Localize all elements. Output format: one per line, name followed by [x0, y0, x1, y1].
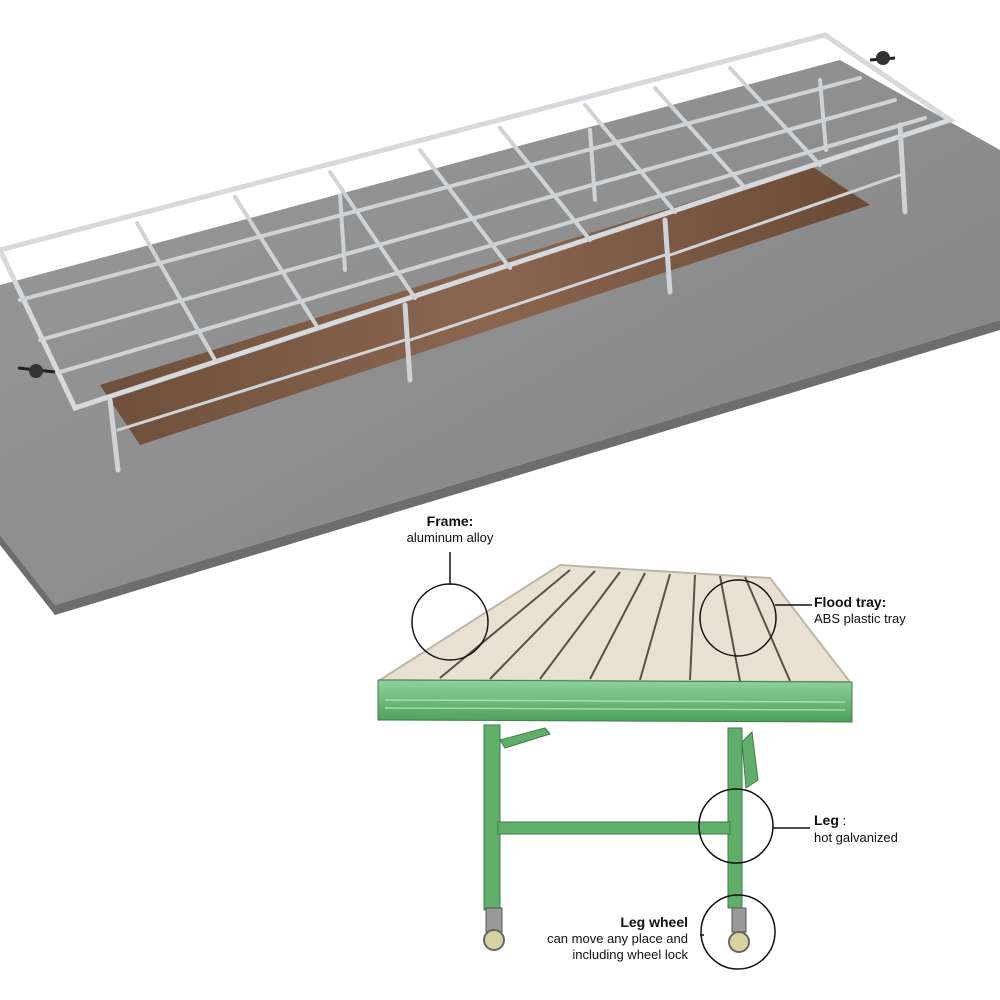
galvanized-legs: [483, 724, 759, 911]
frame-callout-circle: [411, 583, 489, 661]
tray-channels: [439, 569, 791, 682]
flood-tray-callout: Flood tray: ABS plastic tray: [814, 594, 994, 627]
crank-handle-left: [17, 364, 56, 378]
frame-structure: [0, 32, 956, 473]
leg-wheel-callout-circle: [700, 894, 776, 970]
leg-wheel-callout-title: Leg wheel: [620, 914, 688, 930]
frame-callout: Frame: aluminum alloy: [380, 513, 520, 546]
flood-tray-callout-circle: [699, 579, 777, 657]
callout-markers: [411, 552, 812, 970]
flood-tray-callout-desc: ABS plastic tray: [814, 611, 906, 626]
leg-callout-desc: hot galvanized: [814, 830, 898, 845]
bench-frame-illustration: [0, 32, 1000, 615]
caster-wheels: [483, 907, 750, 953]
leg-callout: Leg : hot galvanized: [814, 812, 994, 846]
flood-tray-callout-title: Flood tray:: [814, 594, 887, 610]
leg-wheel-callout: Leg wheel can move any place and includi…: [500, 914, 688, 963]
rolling-bench-illustration: [376, 563, 853, 953]
frame-callout-desc: aluminum alloy: [406, 530, 494, 545]
crank-handle-right: [869, 51, 896, 65]
leg-wheel-callout-desc-line1: can move any place and: [547, 931, 688, 946]
leg-callout-title-suffix: :: [838, 813, 847, 828]
frame-callout-title: Frame:: [426, 513, 474, 529]
leg-wheel-callout-desc-line2: including wheel lock: [572, 947, 688, 962]
leg-callout-title: Leg: [814, 812, 839, 828]
leg-callout-circle: [698, 788, 774, 864]
